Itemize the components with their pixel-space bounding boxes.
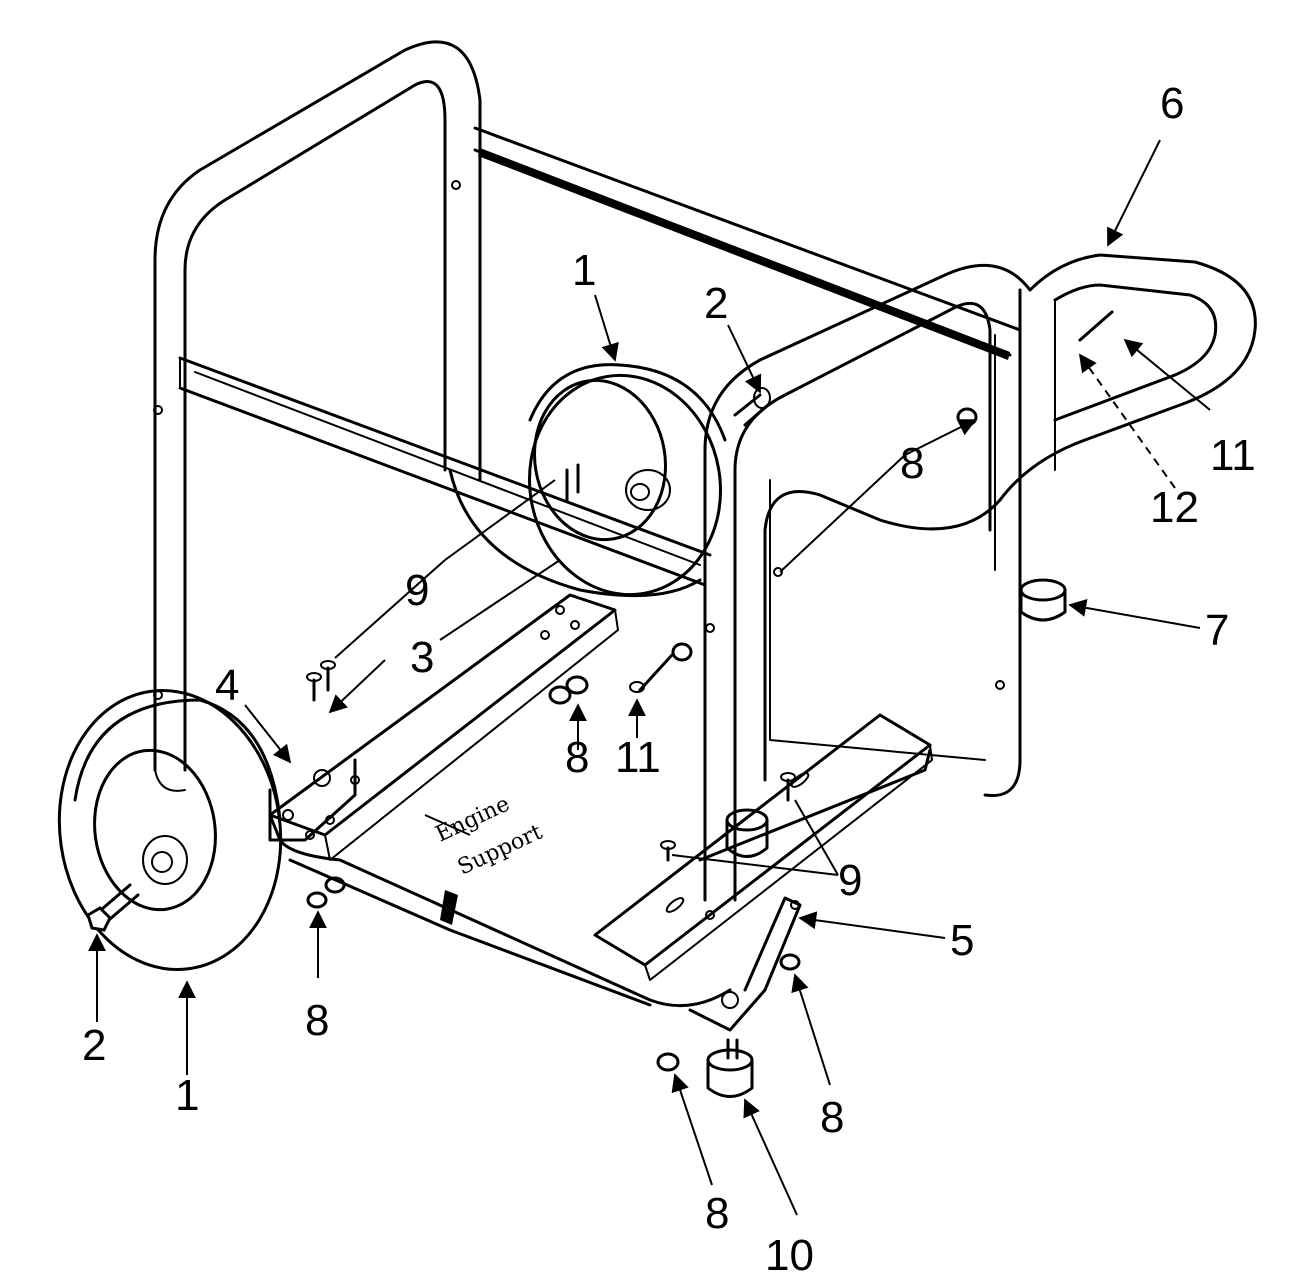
bracket-4 [268, 758, 357, 842]
callout-2-rear-axle: 2 [704, 279, 728, 328]
callout-1-rear-wheel: 1 [572, 246, 596, 295]
frame-holes [153, 180, 1005, 920]
callout-2-front-axle: 2 [82, 1021, 106, 1070]
callout-9-right: 9 [838, 856, 862, 905]
engine-support-rail-left [268, 593, 619, 861]
callout-12: 12 [1150, 483, 1199, 532]
bracket-5-foot [688, 896, 802, 1032]
vibration-mount-right [725, 808, 769, 858]
rear-panel [184, 129, 481, 761]
leader-lines [88, 139, 1211, 1216]
callout-labels: 1 2 6 8 11 12 7 9 3 4 8 11 9 5 2 1 8 8 8… [82, 79, 1256, 1280]
spacer-7 [1019, 578, 1067, 622]
callout-7: 7 [1205, 606, 1229, 655]
callout-10: 10 [765, 1231, 814, 1280]
callout-1-front-wheel: 1 [175, 1071, 199, 1120]
bolts [306, 310, 1114, 862]
handle-tube [703, 253, 1257, 902]
wheel-front [57, 689, 283, 971]
wheel-rear [448, 363, 727, 598]
base-frame [268, 748, 932, 1008]
callout-8-upper: 8 [900, 439, 924, 488]
axle-bolt-front [86, 883, 140, 932]
callout-8-bottom: 8 [705, 1189, 729, 1238]
callout-9-left: 9 [405, 566, 429, 615]
cross-channel [178, 356, 712, 587]
callout-3: 3 [410, 633, 434, 682]
callout-11-center: 11 [615, 733, 661, 782]
frame-rear-loop [153, 40, 482, 792]
side-panel [769, 334, 996, 761]
callout-8-center: 8 [565, 733, 589, 782]
callout-8-left: 8 [305, 996, 329, 1045]
vibration-mount-10 [706, 1038, 754, 1098]
callout-4: 4 [215, 661, 239, 710]
callout-5: 5 [950, 916, 974, 965]
washers [306, 407, 978, 1072]
callout-11-upper: 11 [1210, 431, 1256, 480]
engine-support-label: Engine Support [424, 792, 546, 880]
callout-8-right: 8 [820, 1093, 844, 1142]
callout-6-handle: 6 [1160, 79, 1184, 128]
top-rail-channel [473, 126, 1022, 360]
